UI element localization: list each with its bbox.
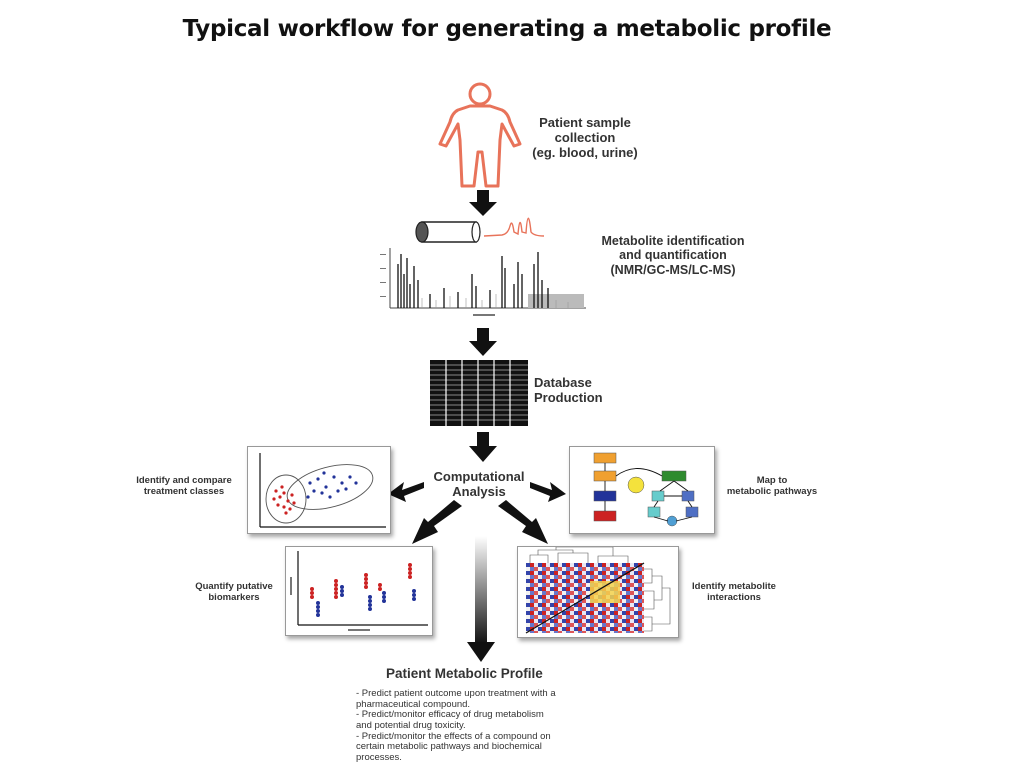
database-table-icon (430, 360, 528, 426)
biomarker-dot-plot (290, 551, 428, 631)
down-arrow-icon (469, 432, 497, 462)
pathway-network-diagram (593, 452, 699, 527)
profile-bullet-line: pharmaceutical compound. (356, 698, 471, 710)
profile-bullet-line: certain metabolic pathways and biochemic… (356, 741, 542, 753)
gradient-arrow-to-profile-icon (467, 536, 495, 662)
arrow-to-classes-icon (388, 482, 424, 502)
slide-title: Typical workflow for generating a metabo… (182, 16, 832, 42)
compare-classes-label: Identify and compare treatment classes (136, 475, 232, 497)
profile-bullet-line: processes. (356, 751, 402, 763)
sample-tube-icon (415, 217, 545, 243)
sample-collection-label: Patient sample collection (eg. blood, ur… (532, 115, 638, 160)
arrow-to-biomarkers-icon (412, 500, 462, 544)
arrow-to-interactions-icon (498, 500, 548, 544)
profile-bullet-line: - Predict/monitor the effects of a compo… (356, 730, 551, 742)
arrow-to-pathways-icon (530, 482, 566, 502)
metabolite-identification-label: Metabolite identification and quantifica… (601, 234, 745, 277)
class-comparison-panel (247, 446, 391, 534)
quantify-biomarkers-label: Quantify putative biomarkers (195, 581, 273, 603)
profile-bullet-line: - Predict patient outcome upon treatment… (356, 688, 556, 699)
interaction-heatmap-panel (517, 546, 679, 638)
profile-bullet-list: - Predict patient outcome upon treatment… (356, 688, 616, 763)
profile-title: Patient Metabolic Profile (386, 666, 543, 681)
pathway-map-panel (569, 446, 715, 534)
biomarker-panel (285, 546, 433, 636)
map-pathways-label: Map to metabolic pathways (726, 475, 818, 497)
chromatogram-plot (380, 248, 586, 316)
profile-bullet-line: - Predict/monitor efficacy of drug metab… (356, 709, 544, 721)
interaction-heatmap (525, 547, 671, 634)
human-body-icon (438, 82, 522, 188)
database-production-label: Database Production (534, 375, 603, 405)
down-arrow-icon (469, 190, 497, 216)
computational-analysis-label: Computational Analysis (433, 469, 525, 499)
profile-bullet-line: and potential drug toxicity. (356, 719, 466, 731)
down-arrow-icon (469, 328, 497, 356)
class-scatter-plot (259, 453, 386, 528)
identify-interactions-label: Identify metabolite interactions (692, 581, 776, 603)
